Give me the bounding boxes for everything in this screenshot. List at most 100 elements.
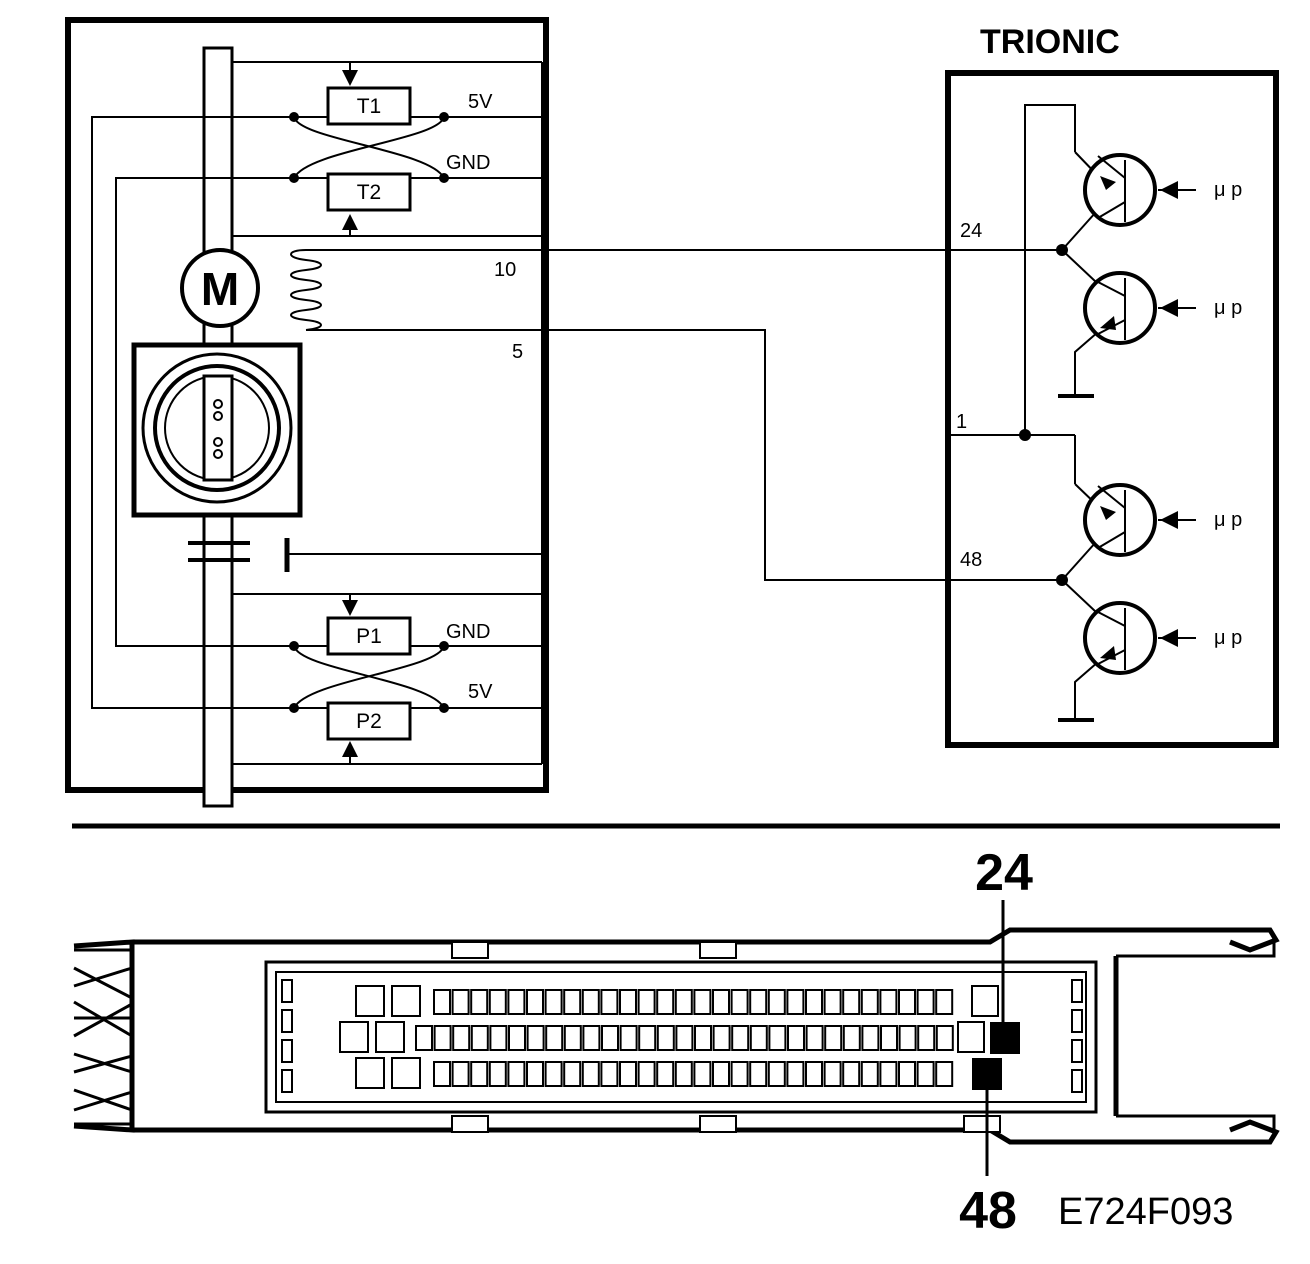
figure-id: E724F093 (1058, 1191, 1233, 1233)
pin-cavity (489, 1025, 508, 1051)
pin-cavity (749, 989, 768, 1015)
pin-cavity (898, 1025, 917, 1051)
p1-label: P1 (356, 625, 382, 648)
pin-cavity (637, 989, 656, 1015)
wire-t1-p2 (91, 116, 294, 709)
pin-cavity (544, 989, 563, 1015)
ecu-connector: 24 48 E724F093 (73, 844, 1280, 1240)
pin-cavity (786, 1061, 805, 1087)
harness-wires (542, 249, 948, 581)
potentiometer-p1 (326, 616, 412, 656)
pin-cavity (433, 1025, 452, 1051)
5v-label-bottom: 5V (468, 681, 493, 703)
pin-cavity (619, 1061, 637, 1087)
pin-cavity (451, 1061, 470, 1087)
pin-cavity (488, 989, 507, 1015)
pin-cavity-large (957, 1021, 985, 1053)
pin-cavity (452, 1025, 471, 1051)
pin-cavity (860, 1061, 879, 1087)
pin-cavity (601, 1025, 619, 1051)
pin-cavity (526, 1025, 545, 1051)
pin-cavity (545, 1025, 564, 1051)
side-slot (1071, 979, 1083, 1003)
pin-cavity (600, 989, 619, 1015)
pin-rows (281, 979, 1083, 1093)
transistor-3 (1083, 483, 1196, 557)
pin-cavity (786, 989, 805, 1015)
side-slot (281, 1069, 293, 1093)
pin-cavity (693, 989, 712, 1015)
p2-label: P2 (356, 710, 382, 733)
trionic-title: TRIONIC (980, 23, 1120, 61)
pin-cavity (637, 1061, 656, 1087)
pin-cavity (898, 1061, 916, 1087)
pin-cavity (526, 1061, 544, 1087)
pin-cavity-large (355, 1057, 385, 1089)
pin-cavity (712, 1061, 730, 1087)
side-slot (1071, 1039, 1083, 1063)
pin-cavity (823, 989, 842, 1015)
pin-cavity (731, 1025, 750, 1051)
pin-cavity-large (355, 985, 385, 1017)
connector-pin-48: 48 (959, 1182, 1017, 1240)
pin-cavity-large (391, 1057, 421, 1089)
gnd-label-bottom: GND (446, 621, 490, 643)
trionic-frame (945, 70, 1279, 748)
pin-cavity (712, 989, 730, 1015)
connector-pin-24: 24 (975, 844, 1033, 902)
pin-cavity (433, 1061, 451, 1087)
pin-cavity (805, 989, 823, 1015)
pin-cavity (768, 1025, 787, 1051)
pin-cavity (861, 1025, 880, 1051)
pin-cavity (507, 1061, 526, 1087)
pin-cavity (935, 1061, 954, 1087)
side-slot (1071, 1069, 1083, 1093)
pin-cavity (563, 1061, 582, 1087)
pin-cavity (507, 989, 526, 1015)
pin-cavity (898, 989, 916, 1015)
pin-cavity (675, 1025, 694, 1051)
side-slot (281, 1039, 293, 1063)
pin-cavity-large (339, 1021, 369, 1053)
coil (290, 249, 542, 331)
side-slot (281, 979, 293, 1003)
pin-cavity (712, 1025, 731, 1051)
pin-24-label: 24 (960, 220, 982, 242)
pin-cavity (470, 989, 489, 1015)
pin-cavity (749, 1061, 768, 1087)
mu-p-label-1: μ p (1214, 179, 1242, 201)
motor (180, 248, 260, 328)
mu-p-label-2: μ p (1214, 297, 1242, 319)
pin-cavity (693, 1061, 712, 1087)
pin-5-label: 5 (512, 341, 523, 363)
pin-cavity (917, 1025, 936, 1051)
pin-cavity (860, 989, 879, 1015)
pin-cavity (470, 1061, 489, 1087)
pin-cavity (824, 1025, 843, 1051)
pin-cavity (488, 1061, 507, 1087)
pin-cavity (694, 1025, 712, 1051)
potentiometer-p2 (326, 701, 412, 741)
5v-label-top: 5V (468, 91, 493, 113)
pin-cavity (563, 1025, 582, 1051)
transistor-4 (1083, 601, 1196, 675)
pin-cavity (879, 1061, 898, 1087)
pin-cavity (656, 989, 675, 1015)
motor-label: M (201, 263, 239, 315)
wire-harness (73, 948, 133, 1126)
transistor-1 (1083, 153, 1196, 227)
pin-cavity (600, 1061, 619, 1087)
pin-cavity (581, 1061, 600, 1087)
pin-cavity (880, 1025, 898, 1051)
pin-cavity-large (971, 985, 999, 1017)
pin-cavity (916, 1061, 935, 1087)
pin-cavity (730, 1061, 749, 1087)
pin-cavity (433, 989, 451, 1015)
pin-cavity (451, 989, 470, 1015)
pin-cavity (730, 989, 749, 1015)
wire-t2-p1 (115, 177, 294, 647)
side-slot (281, 1009, 293, 1033)
throttle-unit: T1 T2 5V GND M 10 5 (65, 17, 549, 808)
pin-cavity (749, 1025, 768, 1051)
